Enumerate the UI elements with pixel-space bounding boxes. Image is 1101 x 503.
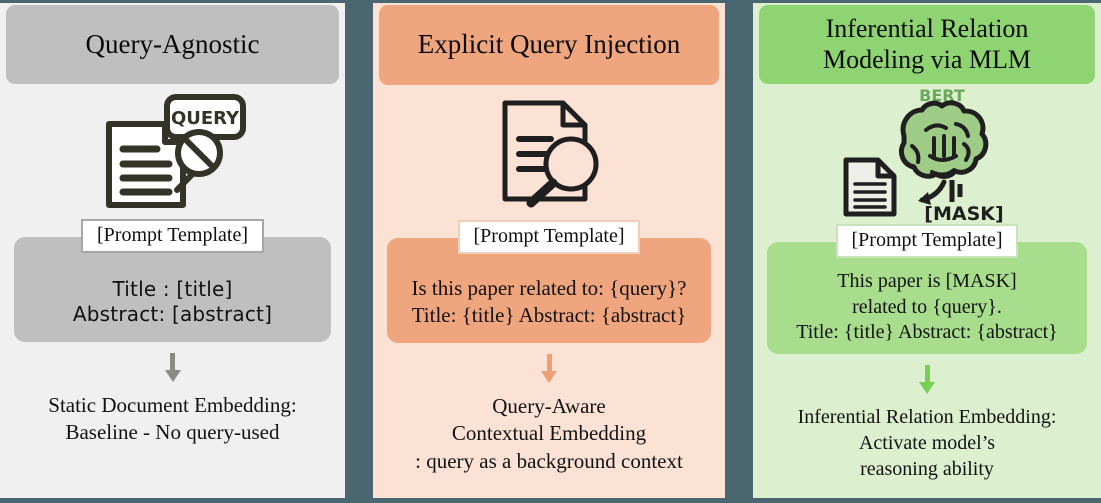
- panel-3-caption-line-3: reasoning ability: [860, 458, 994, 480]
- panel-2-caption: Query-Aware Contextual Embedding : query…: [409, 393, 689, 475]
- panel-1-caption-line-1: Static Document Embedding:: [48, 393, 297, 417]
- panel-1-header: Query-Agnostic: [6, 5, 339, 84]
- panel-2-arrow-head: [541, 371, 557, 383]
- panel-3-template-zone: [Prompt Template] This paper is [MASK] r…: [753, 224, 1101, 354]
- bert-label: BERT: [919, 86, 965, 105]
- panel-2-arrow-icon: [541, 354, 557, 383]
- panel-2-prompt-body: Is this paper related to: {query}? Title…: [387, 238, 711, 343]
- panel-1-caption-line-2: Baseline - No query-used: [65, 420, 280, 445]
- panel-3-arrow-icon: [919, 365, 935, 394]
- panel-1-body-line-2: Abstract: [abstract]: [72, 302, 273, 327]
- panel-1-arrow-stem: [170, 353, 175, 370]
- panel-3-header: Inferential Relation Modeling via MLM: [759, 5, 1095, 84]
- panel-3-arrow-stem: [924, 365, 930, 382]
- panel-2-body-line-1: Is this paper related to: {query}?: [411, 276, 687, 301]
- document-with-query-blocked-icon: QUERY: [105, 93, 246, 208]
- panel-2-caption-line-2: Contextual Embedding: [451, 421, 647, 446]
- document-with-magnifier-icon: [502, 100, 599, 207]
- panel-3-header-title: Inferential Relation Modeling via MLM: [823, 14, 1031, 74]
- panel-3-header-line-2: Modeling via MLM: [823, 44, 1031, 74]
- panel-2-template-zone: [Prompt Template] Is this paper related …: [373, 220, 725, 343]
- panel-2-body-line-2: Title: {title} Abstract: {abstract}: [411, 303, 687, 328]
- document-icon: [843, 157, 897, 217]
- panel-1-icon-area: QUERY: [0, 84, 345, 219]
- panel-2-header-title: Explicit Query Injection: [417, 29, 681, 60]
- panel-2-arrow-stem: [546, 354, 552, 371]
- brain-to-document-arrow-icon: [918, 179, 947, 205]
- panel-1-arrow-head: [164, 370, 181, 382]
- panel-3-header-line-1: Inferential Relation: [825, 14, 1029, 44]
- panel-1-prompt-template-label: [Prompt Template]: [81, 219, 264, 253]
- panel-1-caption: Static Document Embedding: Baseline - No…: [42, 392, 302, 447]
- panel-1-arrow-icon: [164, 353, 181, 382]
- panel-3-body-line-3: Title: {title} Abstract: {abstract}: [796, 321, 1058, 344]
- query-badge-label: QUERY: [170, 108, 239, 129]
- mask-label: [MASK]: [924, 203, 1003, 224]
- panel-3-body-line-1: This paper is [MASK]: [837, 270, 1017, 293]
- panel-3-prompt-body: This paper is [MASK] related to {query}.…: [767, 242, 1087, 354]
- panel-2-icon-area: [373, 85, 725, 220]
- brain-icon: [898, 100, 989, 202]
- panel-3-caption-line-2: Activate model’s: [858, 432, 996, 454]
- panel-3-icon-area: BERT: [753, 84, 1101, 224]
- bert-brain-mask-document-icon: BERT: [843, 86, 1004, 224]
- panel-1-prompt-body: Title : [title] Abstract: [abstract]: [14, 237, 331, 342]
- panel-1-template-zone: [Prompt Template] Title : [title] Abstra…: [0, 219, 345, 342]
- panel-2-caption-line-3: : query as a background context: [415, 448, 683, 473]
- panel-2-prompt-template-label: [Prompt Template]: [457, 220, 641, 254]
- panel-inferential-relation-modeling: Inferential Relation Modeling via MLM BE…: [753, 3, 1101, 498]
- panel-2-header: Explicit Query Injection: [379, 5, 719, 85]
- panel-3-body-line-2: related to {query}.: [852, 295, 1002, 318]
- panel-query-agnostic: Query-Agnostic QUERY [: [0, 3, 345, 498]
- panel-3-caption-line-1: Inferential Relation Embedding:: [797, 406, 1057, 428]
- panel-3-arrow-head: [919, 382, 935, 394]
- panel-1-body-line-1: Title : [title]: [112, 276, 233, 301]
- panel-2-caption-line-1: Query-Aware: [492, 394, 606, 418]
- panel-explicit-query-injection: Explicit Query Injection [Prompt Templat…: [373, 3, 725, 498]
- panel-3-prompt-template-label: [Prompt Template]: [835, 224, 1019, 258]
- panel-3-caption: Inferential Relation Embedding: Activate…: [792, 404, 1063, 482]
- panel-1-header-title: Query-Agnostic: [85, 28, 260, 59]
